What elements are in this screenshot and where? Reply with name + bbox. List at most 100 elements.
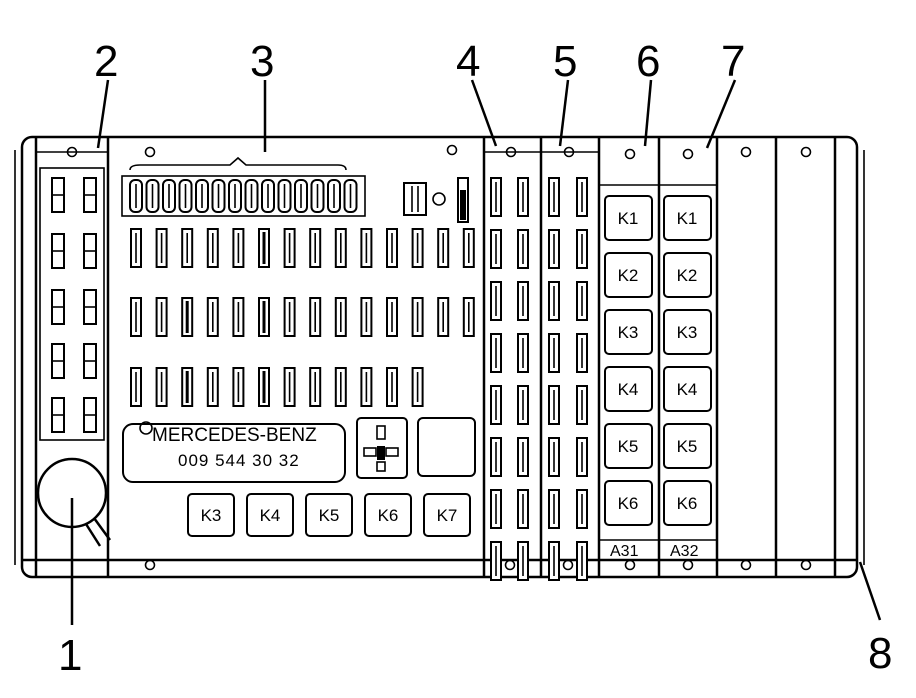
fuse: [576, 385, 588, 425]
fuse: [490, 489, 502, 529]
mounting-hole: [624, 148, 636, 160]
fuse: [437, 297, 450, 337]
fuse: [334, 297, 347, 337]
mounting-hole: [562, 559, 574, 571]
round-connector: [36, 457, 112, 547]
fuse: [83, 343, 97, 379]
relay: K1: [604, 195, 653, 241]
mounting-hole: [800, 146, 812, 158]
fuse: [309, 297, 322, 337]
part-number: 009 544 30 32: [178, 451, 300, 470]
fuse: [490, 333, 502, 373]
fuse: [576, 177, 588, 217]
relay: K4: [246, 493, 294, 537]
fuse: [258, 228, 270, 268]
relay-blank: [417, 417, 476, 477]
fuse: [258, 367, 270, 407]
main-fuse-rows: [130, 228, 475, 407]
fuse: [232, 228, 245, 268]
fuse: [411, 228, 424, 268]
fuse: [548, 229, 560, 269]
relay: K4: [604, 366, 653, 412]
fuse: [517, 229, 529, 269]
fuse: [155, 367, 168, 407]
strip-fuse: [145, 179, 160, 213]
fuse: [334, 228, 347, 268]
fuse: [548, 437, 560, 477]
fuse: [155, 228, 168, 268]
relay-label: K5: [618, 437, 639, 456]
a32-label: A32: [670, 543, 699, 560]
fuse: [576, 489, 588, 529]
fuse: [517, 489, 529, 529]
strip-fuse: [294, 179, 308, 213]
fuse: [309, 367, 322, 407]
relay-label: K5: [677, 437, 698, 456]
fuse: [548, 177, 560, 217]
fuse: [576, 437, 588, 477]
fuse: [181, 367, 194, 407]
fuse: [517, 333, 529, 373]
relay-label: K6: [378, 506, 399, 525]
relay-label: K4: [260, 506, 281, 525]
mounting-hole: [446, 144, 458, 156]
relay: K5: [663, 423, 712, 469]
fuse: [386, 367, 398, 407]
mounting-hole: [563, 146, 575, 158]
fuse: [490, 385, 502, 425]
fuse: [490, 229, 502, 269]
mounting-hole: [800, 559, 812, 571]
fuse: [83, 233, 97, 269]
mercedes-benz-relay: MERCEDES-BENZ 009 544 30 32: [122, 421, 346, 483]
callout-4: 4: [456, 37, 480, 86]
fuse: [51, 289, 65, 325]
fuse: [548, 333, 560, 373]
fuse: [232, 297, 245, 337]
callout-8: 8: [868, 629, 892, 678]
relay-label: K2: [618, 266, 639, 285]
a31-label: A31: [610, 543, 639, 560]
callout-6: 6: [636, 37, 660, 86]
fuse: [462, 297, 475, 337]
fuse: [309, 228, 322, 268]
relay: K2: [604, 252, 653, 298]
fuse: [576, 333, 588, 373]
fuse: [130, 297, 142, 337]
fuse: [386, 228, 398, 268]
fuse: [51, 177, 65, 213]
relay-label: K1: [618, 209, 639, 228]
strip-fuse: [211, 179, 226, 213]
fuse: [576, 541, 588, 581]
fuse: [411, 367, 424, 407]
relay: K3: [663, 309, 712, 355]
fuse: [283, 367, 296, 407]
fuse: [155, 297, 168, 337]
relay-label: K3: [677, 323, 698, 342]
relay-label: K7: [437, 506, 458, 525]
relay-label: K1: [677, 209, 698, 228]
fuse: [490, 177, 502, 217]
fuse-box-housing: [14, 135, 865, 579]
fuse: [462, 228, 475, 268]
fuse: [334, 367, 347, 407]
relay-label: K2: [677, 266, 698, 285]
relay-label: K3: [201, 506, 222, 525]
strip-fuse: [162, 179, 176, 213]
relay-label: K6: [618, 494, 639, 513]
mounting-hole: [504, 559, 516, 571]
mounting-hole: [682, 148, 694, 160]
mounting-hole: [740, 146, 752, 158]
relay: K3: [187, 493, 235, 537]
relay: K1: [663, 195, 712, 241]
fuse: [51, 343, 65, 379]
relay-socket: [356, 417, 408, 479]
relay: K6: [663, 480, 712, 526]
mounting-hole: [505, 146, 517, 158]
fuse: [517, 541, 529, 581]
main-fuse-block: [121, 156, 475, 407]
fuse: [206, 297, 219, 337]
fuse: [490, 281, 502, 321]
relay-label: K5: [319, 506, 340, 525]
